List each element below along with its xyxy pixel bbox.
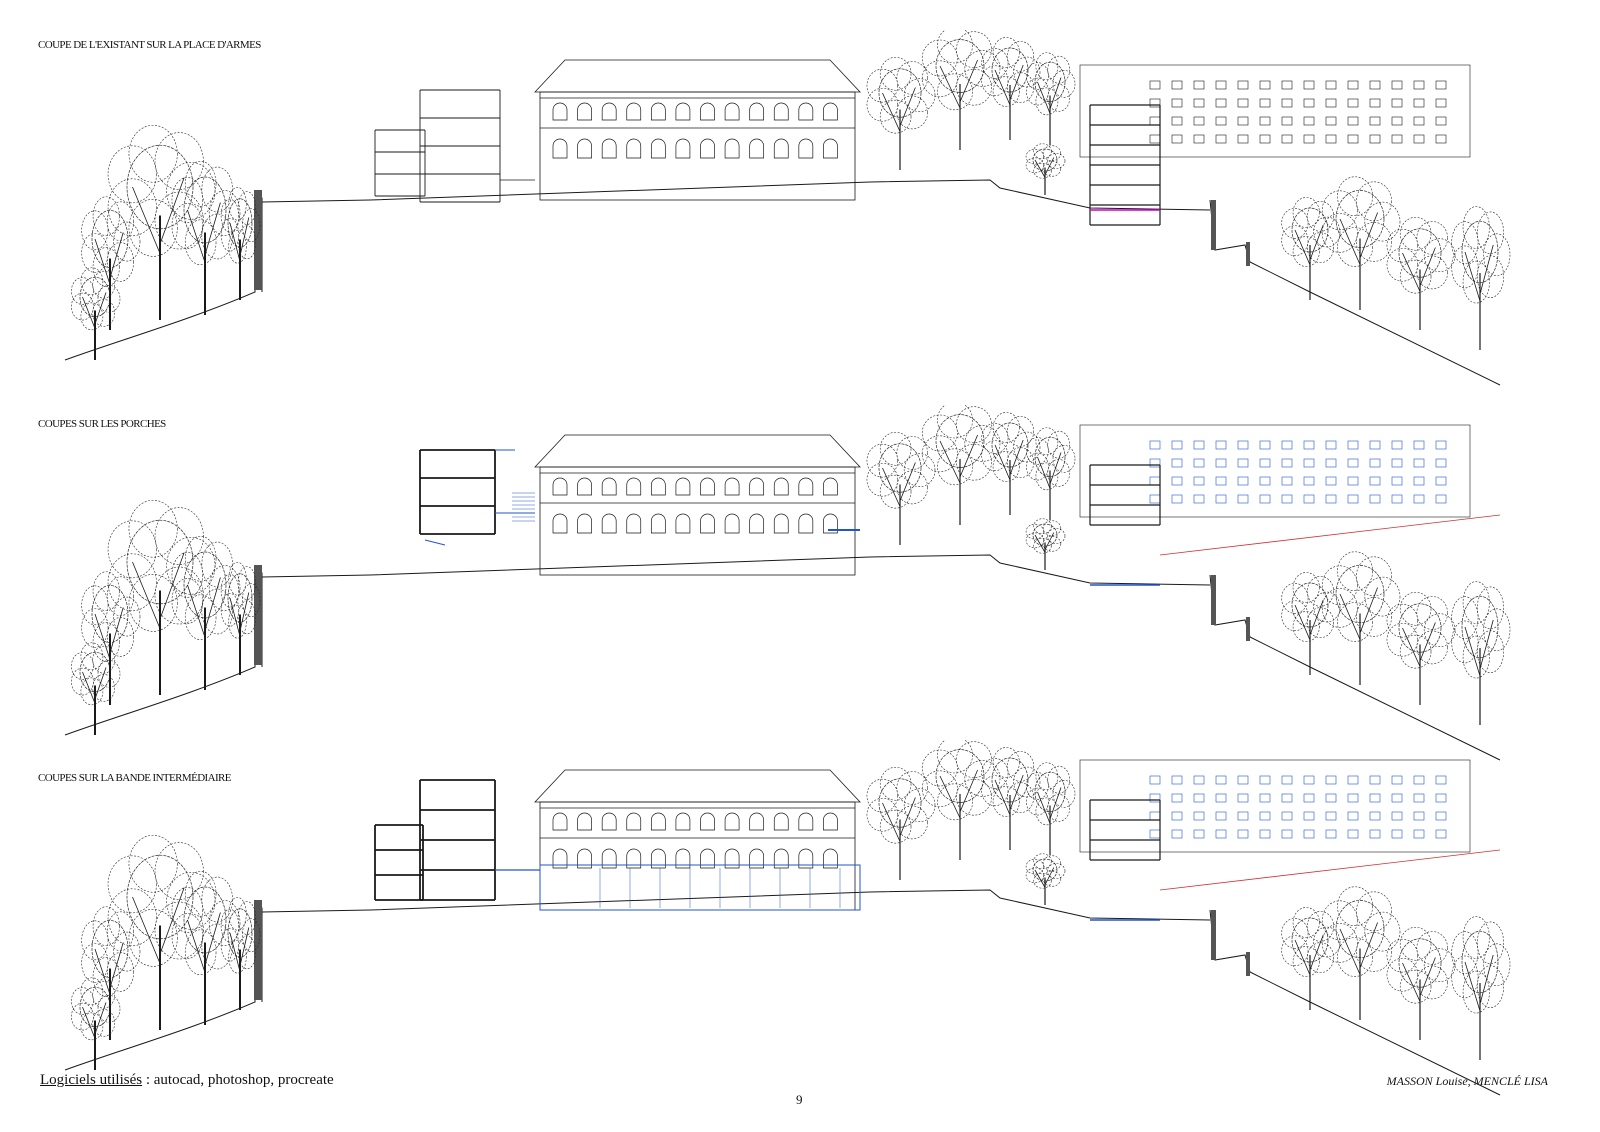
tree [220, 561, 261, 675]
housing-block-elevation [1079, 64, 1471, 158]
section-title-existant: COUPE DE L'EXISTANT SUR LA PLACE D'ARMES [38, 39, 261, 51]
tree [866, 56, 936, 170]
section-drawing-existant [64, 30, 1511, 386]
historic-building-elevation [534, 59, 861, 201]
tree [1386, 926, 1456, 1040]
tree [71, 267, 121, 360]
tree [921, 405, 1001, 525]
historic-building-elevation [534, 769, 861, 911]
retaining-wall [254, 565, 262, 665]
housing-block-elevation [1079, 759, 1471, 853]
housing-block-elevation [1079, 424, 1471, 518]
tree [1281, 572, 1341, 675]
tree [1026, 762, 1076, 855]
retaining-wall [254, 190, 262, 290]
tree [1321, 886, 1401, 1020]
tree [1281, 907, 1341, 1010]
historic-building-elevation [534, 434, 861, 576]
tree [1025, 143, 1066, 195]
building-section [419, 779, 496, 901]
retaining-wall-right [1211, 910, 1216, 960]
section-drawing-porches [64, 405, 1511, 761]
terrain-group [64, 179, 1501, 386]
tree [921, 30, 1001, 150]
tree [1321, 176, 1401, 310]
tree [220, 186, 261, 300]
building-section [1089, 104, 1161, 226]
tree [866, 431, 936, 545]
terrain-group [64, 889, 1501, 1096]
section-drawing-bande [64, 740, 1511, 1096]
retaining-wall-right [1211, 575, 1216, 625]
building-section [374, 824, 424, 901]
section-title-porches: COUPES SUR LES PORCHES [38, 418, 166, 430]
tree [81, 571, 141, 705]
tree [171, 535, 241, 690]
tree [71, 977, 121, 1070]
tree [71, 642, 121, 735]
retaining-wall-right [1211, 200, 1216, 250]
section-title-bande: COUPES SUR LA BANDE INTERMÉDIAIRE [38, 772, 231, 784]
tree [1281, 197, 1341, 300]
tree [81, 196, 141, 330]
tree [981, 747, 1041, 850]
tree [1451, 581, 1511, 725]
tree [921, 740, 1001, 860]
authors: MASSON Louise, MENCLÉ LISA [1386, 1074, 1548, 1088]
tree [81, 906, 141, 1040]
building-section [374, 129, 426, 197]
terrain-group [64, 554, 1501, 761]
tree [171, 160, 241, 315]
building-section [1089, 464, 1161, 526]
tree [1321, 551, 1401, 685]
tree [1026, 427, 1076, 520]
tree [1451, 916, 1511, 1060]
tree [1386, 216, 1456, 330]
tree [866, 766, 936, 880]
tree [171, 870, 241, 1025]
software-list: : autocad, photoshop, procreate [142, 1072, 334, 1088]
tree [107, 499, 216, 695]
software-credits: Logiciels utilisés : autocad, photoshop,… [40, 1072, 334, 1089]
tree [1026, 52, 1076, 145]
tree [1451, 206, 1511, 350]
underground-extension [539, 864, 861, 911]
building-section [419, 89, 501, 203]
retaining-wall [254, 900, 262, 1000]
building-section [419, 449, 496, 535]
tree [1025, 853, 1066, 905]
tree [981, 412, 1041, 515]
tree [1386, 591, 1456, 705]
building-section [1089, 799, 1161, 861]
tree [1025, 518, 1066, 570]
tree [981, 37, 1041, 140]
software-label: Logiciels utilisés [40, 1072, 143, 1088]
tree [220, 896, 261, 1010]
page-number: 9 [796, 1092, 803, 1107]
